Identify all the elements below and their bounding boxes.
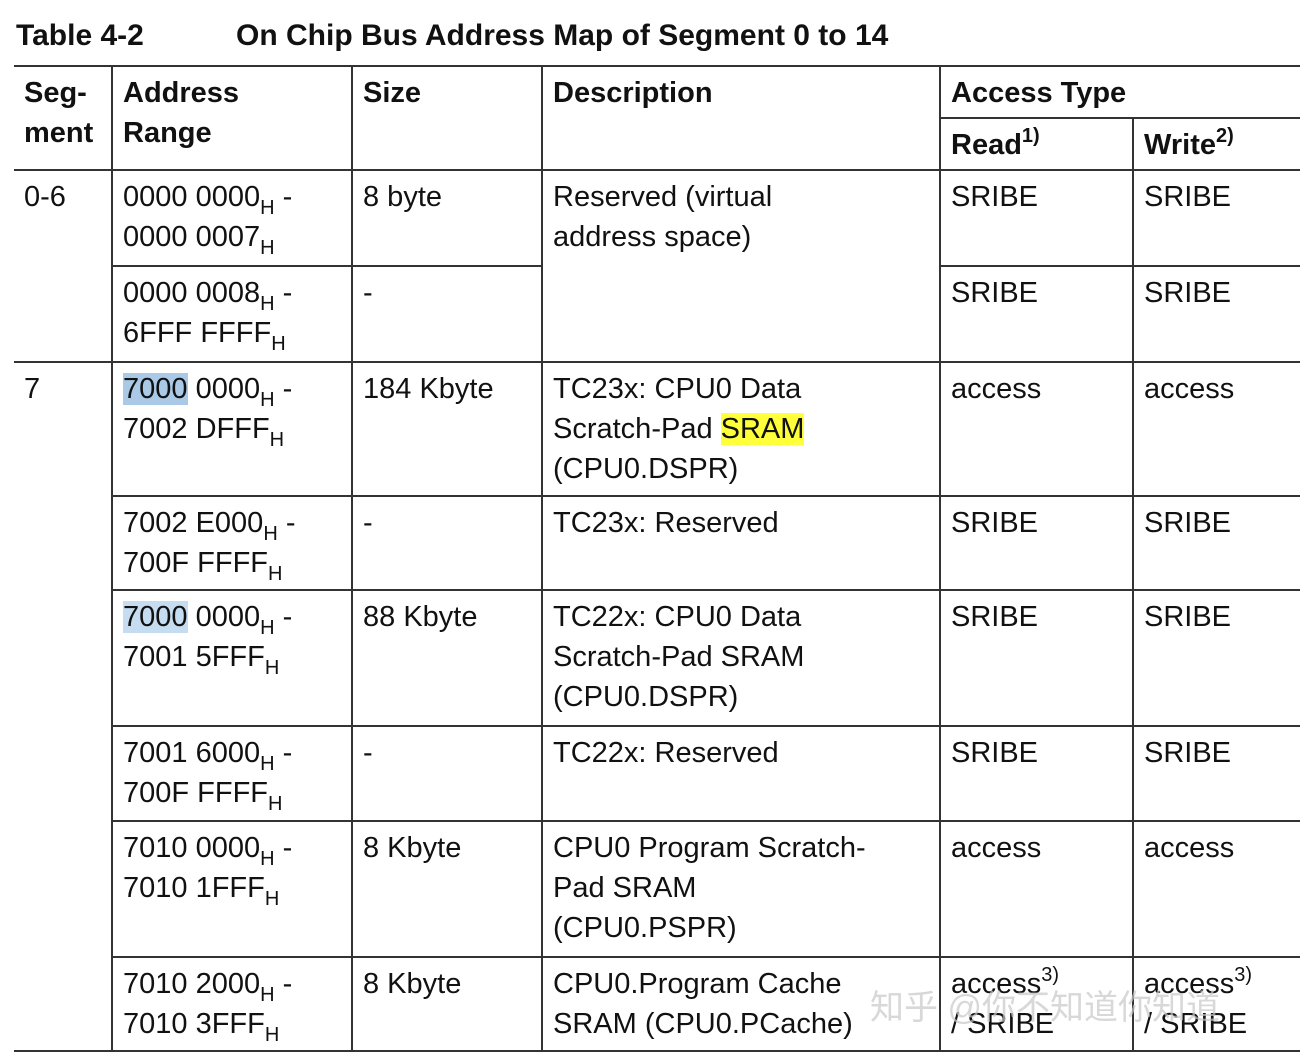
description-cell: TC22x: Reserved bbox=[541, 725, 941, 822]
header-read: Read1) bbox=[940, 117, 1134, 171]
size-cell: - bbox=[351, 495, 543, 591]
read-access-cell: access bbox=[939, 820, 1134, 958]
description-cell: TC23x: Reserved bbox=[541, 495, 941, 591]
size-cell: - bbox=[351, 725, 543, 822]
write-access-cell: SRIBE bbox=[1132, 495, 1300, 591]
address-range-cell: 7010 0000H - 7010 1FFFH bbox=[112, 820, 353, 958]
size-cell: 8 Kbyte bbox=[351, 820, 543, 958]
address-range-cell: 7002 E000H - 700F FFFFH bbox=[112, 495, 353, 591]
table-row: 7000 0000H - 7001 5FFFH 88 Kbyte TC22x: … bbox=[14, 589, 1300, 727]
size-cell: - bbox=[351, 265, 543, 363]
header-description: Description bbox=[541, 65, 941, 171]
write-access-cell: SRIBE bbox=[1132, 725, 1300, 822]
write-access-cell: access bbox=[1132, 361, 1300, 497]
description-cell: TC23x: CPU0 Data Scratch-Pad SRAM (CPU0.… bbox=[541, 361, 941, 497]
table-row: 7 7000 0000H - 7002 DFFFH 184 Kbyte TC23… bbox=[14, 361, 1300, 1052]
header-size: Size bbox=[351, 65, 543, 171]
read-access-cell: SRIBE bbox=[939, 169, 1134, 267]
table-row: 7001 6000H - 700F FFFFH - TC22x: Reserve… bbox=[14, 725, 1300, 822]
segment-cell: 7 bbox=[14, 361, 113, 1052]
table-title: On Chip Bus Address Map of Segment 0 to … bbox=[236, 19, 889, 52]
write-access-cell: SRIBE bbox=[1132, 589, 1300, 727]
segment-cell: 0-6 bbox=[14, 169, 113, 363]
table-row: 0000 0008H - 6FFF FFFFH - SRIBE SRIBE bbox=[14, 265, 1300, 363]
write-access-cell: SRIBE bbox=[1132, 169, 1300, 267]
size-cell: 88 Kbyte bbox=[351, 589, 543, 727]
table-caption: Table 4-2 On Chip Bus Address Map of Seg… bbox=[16, 16, 888, 56]
text-selection-highlight: 7000 bbox=[123, 373, 188, 405]
address-range-cell: 7010 2000H - 7010 3FFFH bbox=[112, 956, 353, 1052]
read-access-cell: SRIBE bbox=[939, 725, 1134, 822]
read-access-cell: SRIBE bbox=[939, 589, 1134, 727]
yellow-highlight: SRAM bbox=[720, 413, 805, 445]
header-write: Write2) bbox=[1132, 117, 1300, 171]
table-row: 7010 2000H - 7010 3FFFH 8 Kbyte CPU0.Pro… bbox=[14, 956, 1300, 1052]
description-cell: CPU0.Program Cache SRAM (CPU0.PCache) bbox=[541, 956, 941, 1052]
address-range-cell: 7000 0000H - 7002 DFFFH bbox=[111, 361, 353, 497]
table-row: 7002 E000H - 700F FFFFH - TC23x: Reserve… bbox=[14, 495, 1300, 591]
table-row: 0-6 0000 0000H - 0000 0007H 8 byte Reser… bbox=[14, 169, 1300, 363]
table-number: Table 4-2 bbox=[16, 19, 144, 52]
read-access-cell: access3)/ SRIBE bbox=[939, 956, 1134, 1052]
text-selection-highlight: 7000 bbox=[123, 601, 188, 633]
write-access-cell: access bbox=[1132, 820, 1300, 958]
size-cell: 184 Kbyte bbox=[351, 361, 543, 497]
write-access-cell: access3)/ SRIBE bbox=[1132, 956, 1300, 1052]
description-cell: TC22x: CPU0 Data Scratch-Pad SRAM (CPU0.… bbox=[541, 589, 941, 727]
address-range-cell: 0000 0000H - 0000 0007H bbox=[111, 169, 353, 267]
write-access-cell: SRIBE bbox=[1132, 265, 1300, 363]
table-row: 7010 0000H - 7010 1FFFH 8 Kbyte CPU0 Pro… bbox=[14, 820, 1300, 958]
address-range-cell: 0000 0008H - 6FFF FFFFH bbox=[112, 265, 353, 363]
header-access-type: Access Type bbox=[939, 65, 1300, 119]
read-access-cell: SRIBE bbox=[939, 265, 1134, 363]
read-access-cell: access bbox=[939, 361, 1134, 497]
address-range-cell: 7000 0000H - 7001 5FFFH bbox=[112, 589, 353, 727]
size-cell: 8 byte bbox=[351, 169, 543, 267]
address-range-cell: 7001 6000H - 700F FFFFH bbox=[112, 725, 353, 822]
watermark-text: 知乎 @你不知道你知道 bbox=[870, 989, 1220, 1027]
header-segment: Seg-ment bbox=[14, 65, 113, 171]
description-cell: CPU0 Program Scratch- Pad SRAM (CPU0.PSP… bbox=[541, 820, 941, 958]
size-cell: 8 Kbyte bbox=[351, 956, 543, 1052]
read-access-cell: SRIBE bbox=[939, 495, 1134, 591]
